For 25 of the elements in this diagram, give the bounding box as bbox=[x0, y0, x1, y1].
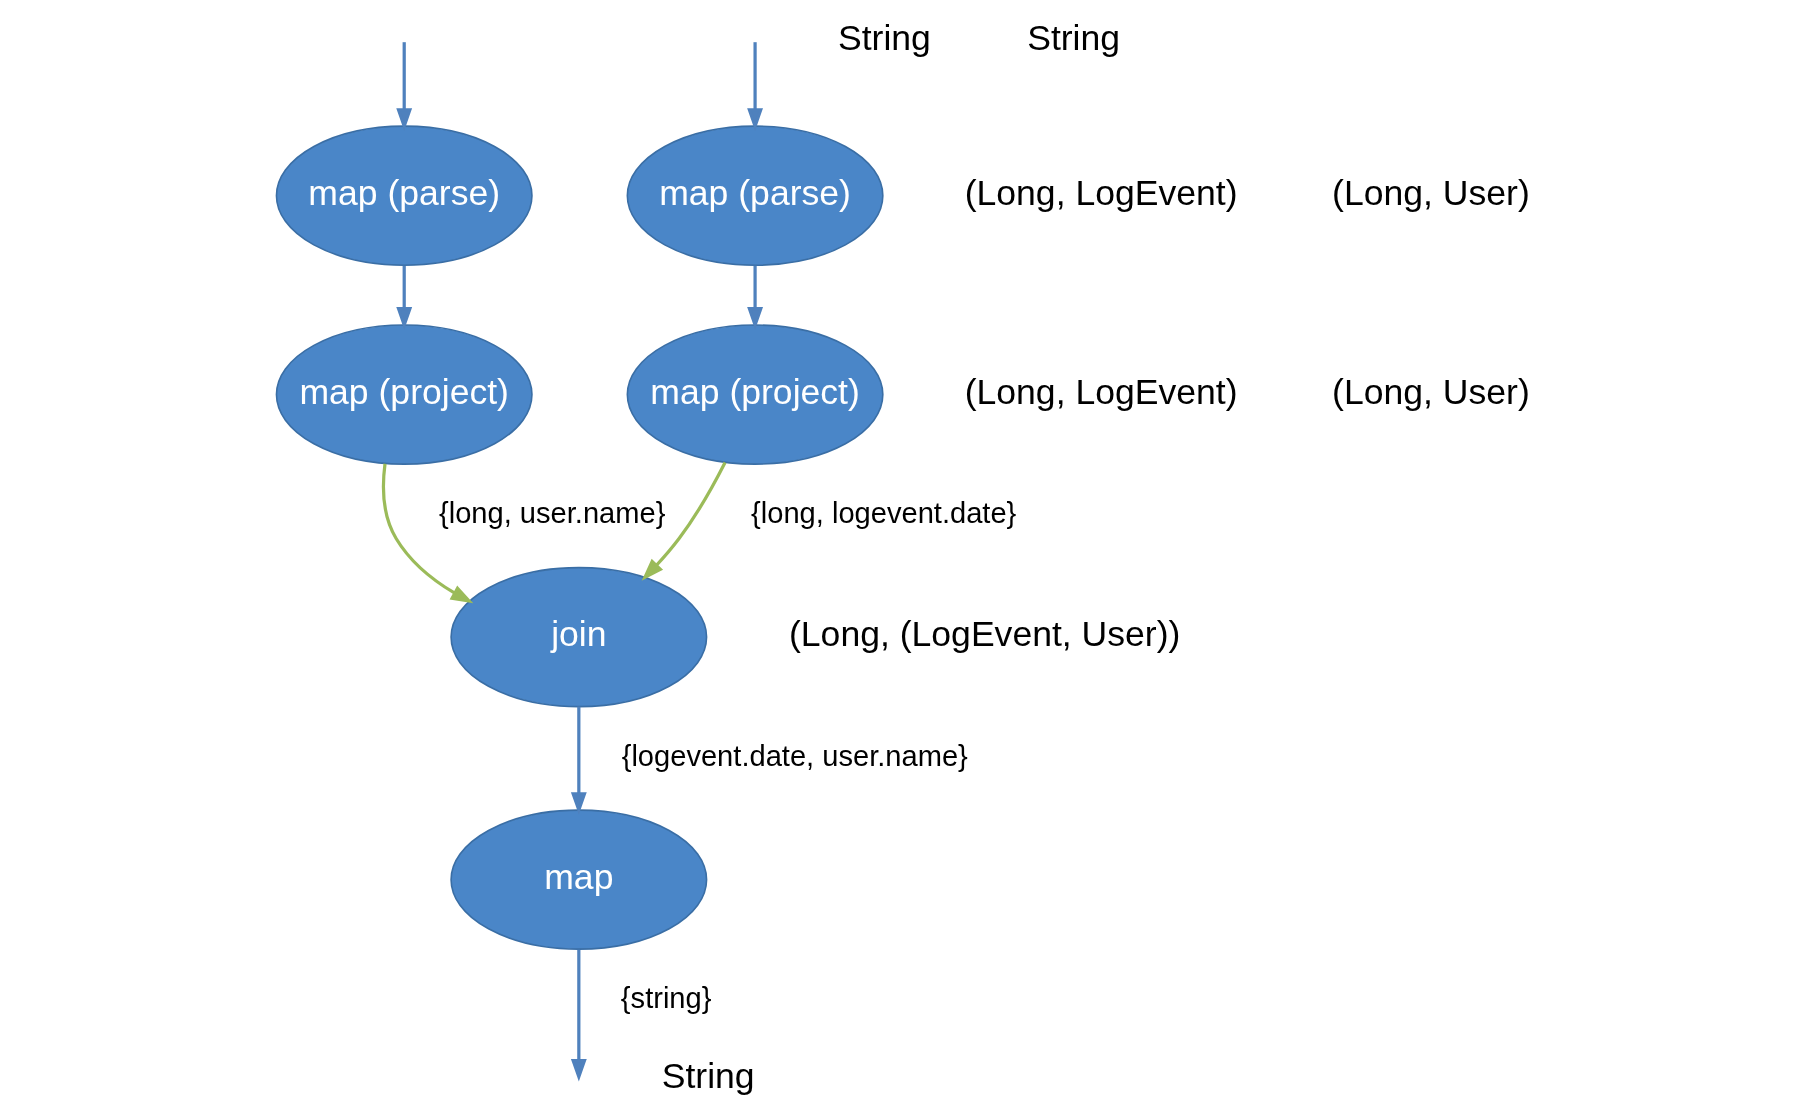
edge-label: {string} bbox=[620, 982, 712, 1015]
node-ellipse: map (parse) bbox=[275, 125, 533, 267]
label: String bbox=[837, 17, 931, 58]
arrow bbox=[747, 42, 763, 131]
arrow bbox=[570, 706, 587, 815]
label: (Long, LogEvent) bbox=[964, 172, 1238, 213]
label: (Long, LogEvent) bbox=[964, 371, 1238, 412]
label: (Long, (LogEvent, User)) bbox=[789, 614, 1181, 655]
arrow bbox=[396, 42, 413, 131]
arrow bbox=[747, 265, 763, 330]
edge-label: {long, user.name} bbox=[438, 496, 666, 529]
arrow bbox=[381, 463, 474, 604]
label: (Long, User) bbox=[1332, 172, 1530, 213]
edge-label: {long, logevent.date} bbox=[751, 496, 1017, 529]
arrow bbox=[641, 461, 727, 581]
label: (Long, User) bbox=[1332, 371, 1530, 412]
edge-label: {logevent.date, user.name} bbox=[621, 739, 968, 772]
label: String bbox=[661, 1055, 755, 1096]
node-ellipse: map bbox=[450, 809, 708, 950]
arrow bbox=[570, 949, 587, 1082]
node-ellipse: map (parse) bbox=[626, 125, 884, 267]
node-ellipse: map (project) bbox=[275, 324, 533, 465]
arrow bbox=[396, 265, 413, 330]
node-ellipse: map (project) bbox=[626, 324, 884, 465]
label: String bbox=[1027, 17, 1121, 58]
